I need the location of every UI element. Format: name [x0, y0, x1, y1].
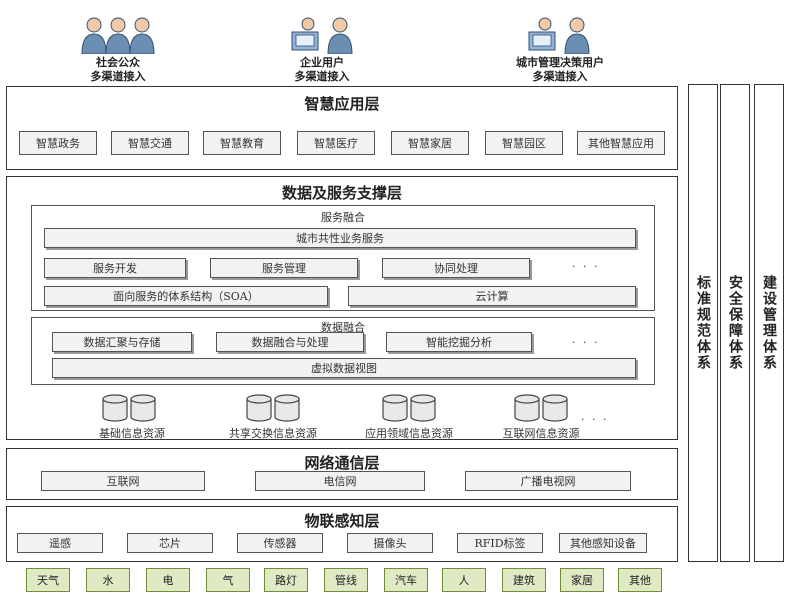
- user-label-line2: 多渠道接入: [532, 70, 588, 83]
- network-communication-layer: 网络通信层 互联网 电信网 广播电视网: [6, 448, 678, 500]
- side-column-label: 标准规范体系: [695, 275, 711, 371]
- sensed-object: 电: [146, 568, 190, 592]
- ellipsis: · · ·: [581, 413, 609, 426]
- sensed-object: 其他: [618, 568, 662, 592]
- network-item: 电信网: [255, 471, 425, 491]
- sensed-object: 人: [442, 568, 486, 592]
- resource-label: 应用领域信息资源: [365, 427, 453, 440]
- common-business-service: 城市共性业务服务: [44, 228, 636, 248]
- layer-title: 网络通信层: [304, 454, 380, 472]
- service-item: 协同处理: [382, 258, 530, 278]
- app-item: 智慧教育: [203, 131, 281, 155]
- user-group-enterprise: 企业用户 多渠道接入: [272, 10, 372, 85]
- smart-application-layer: 智慧应用层 智慧政务 智慧交通 智慧教育 智慧医疗 智慧家居 智慧园区 其他智慧…: [6, 86, 678, 170]
- layer-title: 智慧应用层: [304, 95, 380, 113]
- service-item: 服务开发: [44, 258, 186, 278]
- sensed-object: 汽车: [384, 568, 428, 592]
- sensed-object: 管线: [324, 568, 368, 592]
- sensed-object: 水: [86, 568, 130, 592]
- iot-item: 传感器: [237, 533, 323, 553]
- app-item: 智慧园区: [485, 131, 563, 155]
- business-user-icon: [291, 17, 353, 54]
- resource-label: 基础信息资源: [99, 427, 165, 440]
- virtual-data-view: 虚拟数据视图: [52, 358, 636, 378]
- data-item: 数据融合与处理: [216, 332, 364, 352]
- construction-management-column: 建设管理体系: [754, 84, 784, 562]
- user-label-line1: 城市管理决策用户: [516, 56, 604, 69]
- database-icon: [382, 394, 436, 422]
- user-label-line1: 企业用户: [300, 56, 344, 69]
- iot-sensing-layer: 物联感知层 遥感 芯片 传感器 摄像头 RFID标签 其他感知设备: [6, 506, 678, 562]
- cloud-computing-box: 云计算: [348, 286, 636, 306]
- layer-title: 数据及服务支撑层: [281, 184, 402, 202]
- user-group-public: 社会公众 多渠道接入: [68, 10, 168, 85]
- resource-label: 共享交换信息资源: [229, 427, 317, 440]
- panel-title: 数据融合: [321, 321, 365, 334]
- app-item: 智慧交通: [111, 131, 189, 155]
- sensed-object: 家居: [560, 568, 604, 592]
- app-item: 智慧家居: [391, 131, 469, 155]
- user-label-line1: 社会公众: [96, 56, 140, 69]
- iot-item: 芯片: [127, 533, 213, 553]
- app-item: 其他智慧应用: [577, 131, 665, 155]
- data-service-layer: 数据及服务支撑层 服务融合 城市共性业务服务 服务开发 服务管理 协同处理 · …: [6, 176, 678, 440]
- resource-label: 互联网信息资源: [502, 427, 580, 440]
- user-group-decision: 城市管理决策用户 多渠道接入: [495, 10, 625, 85]
- panel-title: 服务融合: [321, 211, 365, 224]
- iot-item: 其他感知设备: [559, 533, 647, 553]
- iot-item: 遥感: [17, 533, 103, 553]
- sensed-object: 路灯: [264, 568, 308, 592]
- user-label-line2: 多渠道接入: [294, 70, 350, 83]
- database-icon: [514, 394, 568, 422]
- app-item: 智慧医疗: [297, 131, 375, 155]
- database-icon: [246, 394, 300, 422]
- ellipsis: · · ·: [572, 336, 600, 349]
- service-item: 服务管理: [210, 258, 358, 278]
- data-fusion-panel: 数据融合 数据汇聚与存储 数据融合与处理 智能挖掘分析 · · · 虚拟数据视图: [31, 317, 655, 385]
- side-column-label: 建设管理体系: [761, 275, 777, 371]
- soa-box: 面向服务的体系结构（SOA）: [44, 286, 328, 306]
- decision-user-icon: [528, 17, 590, 54]
- side-column-label: 安全保障体系: [727, 275, 743, 371]
- ellipsis: · · ·: [572, 260, 600, 273]
- security-system-column: 安全保障体系: [720, 84, 750, 562]
- sensed-object: 气: [206, 568, 250, 592]
- iot-item: 摄像头: [347, 533, 433, 553]
- network-item: 广播电视网: [465, 471, 631, 491]
- database-icon: [102, 394, 156, 422]
- data-item: 数据汇聚与存储: [52, 332, 192, 352]
- standards-system-column: 标准规范体系: [688, 84, 718, 562]
- iot-item: RFID标签: [457, 533, 543, 553]
- layer-title: 物联感知层: [304, 512, 380, 530]
- people-icon: [81, 17, 155, 54]
- app-item: 智慧政务: [19, 131, 97, 155]
- service-fusion-panel: 服务融合 城市共性业务服务 服务开发 服务管理 协同处理 · · · 面向服务的…: [31, 205, 655, 311]
- network-item: 互联网: [41, 471, 205, 491]
- sensed-object: 建筑: [502, 568, 546, 592]
- sensed-object: 天气: [26, 568, 70, 592]
- data-item: 智能挖掘分析: [386, 332, 532, 352]
- user-label-line2: 多渠道接入: [90, 70, 146, 83]
